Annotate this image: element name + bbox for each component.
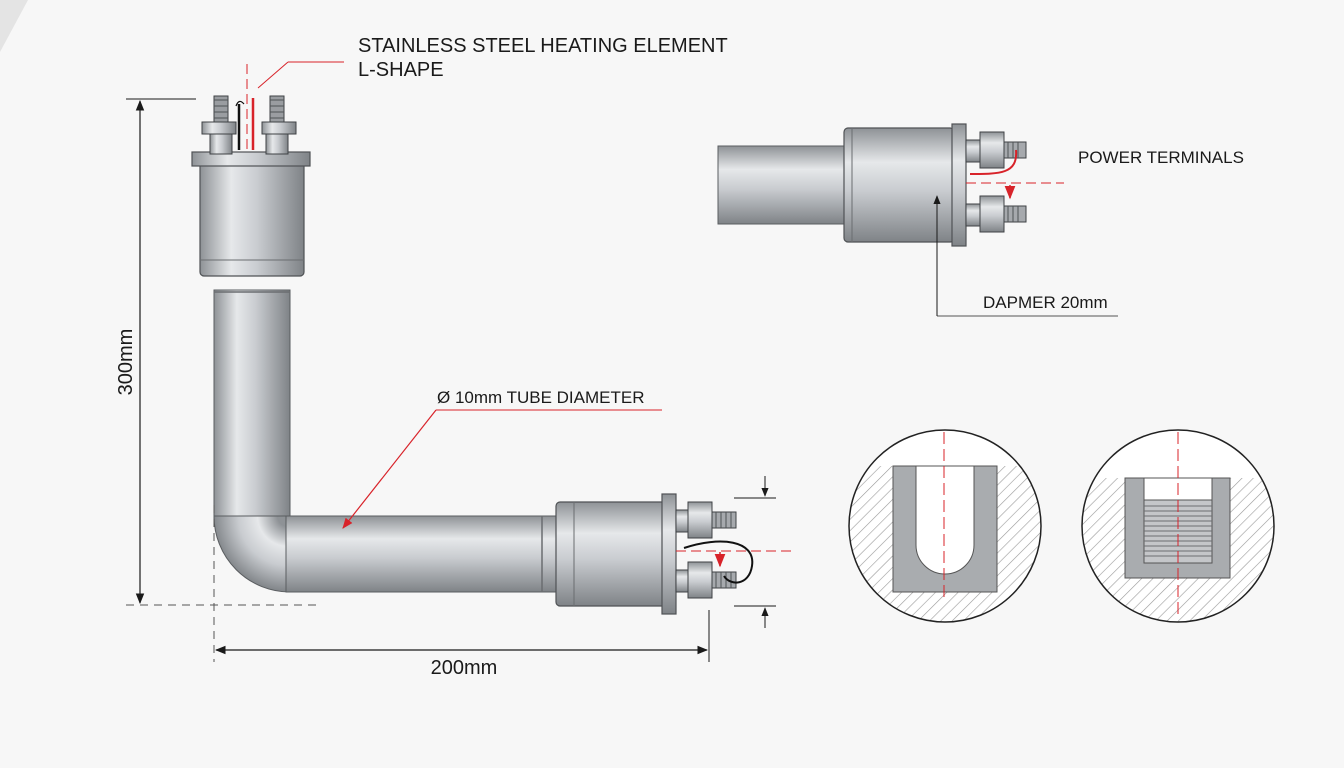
l-shaped-heating-element <box>191 95 754 615</box>
damper-label: DAPMER 20mm <box>983 293 1108 312</box>
section-view-u-channel <box>848 429 1042 623</box>
detail-power-terminals <box>717 123 1118 317</box>
height-dimension-label: 300mm <box>115 329 137 396</box>
page-corner-fold <box>0 0 28 52</box>
title-line-2: L-SHAPE <box>358 59 444 81</box>
top-fitting <box>191 95 311 277</box>
tube-bend <box>213 515 291 593</box>
section-view-threaded <box>1081 429 1275 623</box>
side-fitting <box>555 493 754 615</box>
horizontal-tube <box>285 515 561 593</box>
title-leader <box>246 61 344 150</box>
power-terminals-label: POWER TERMINALS <box>1078 148 1244 167</box>
title-line-1: STAINLESS STEEL HEATING ELEMENT <box>358 35 728 57</box>
tube-diameter-label: Ø 10mm TUBE DIAMETER <box>437 388 645 407</box>
width-dimension-label: 200mm <box>431 657 498 679</box>
vertical-tube <box>213 289 291 521</box>
tube-diameter-leader <box>342 409 662 529</box>
dimension-lines <box>126 98 796 662</box>
